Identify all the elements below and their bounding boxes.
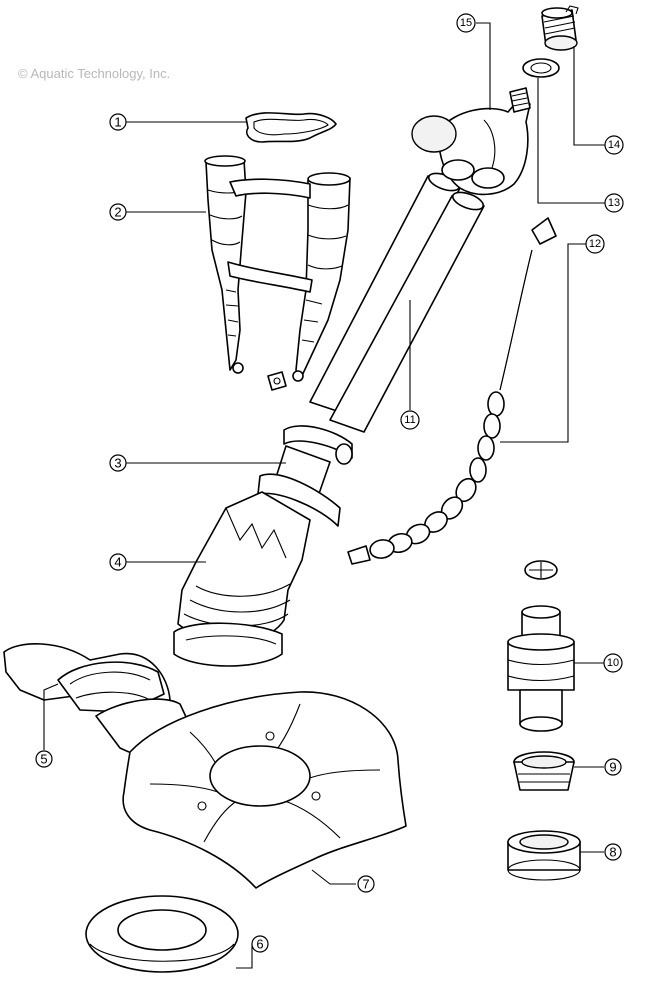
callout-13: 13	[604, 193, 624, 213]
bumper-ring-part	[85, 895, 239, 973]
callout-5: 5	[35, 750, 53, 768]
callout-8: 8	[604, 843, 622, 861]
disc-part	[122, 691, 407, 889]
callout-8-label: 8	[609, 845, 616, 860]
callout-10: 10	[603, 653, 623, 673]
callout-6: 6	[251, 935, 269, 953]
o-ring-part	[522, 58, 560, 78]
gasket-part	[245, 112, 337, 143]
bellows-body-part	[173, 491, 311, 667]
swivel-elbow-part	[411, 87, 531, 196]
callout-2-label: 2	[114, 205, 121, 220]
threaded-collar-part	[513, 751, 575, 791]
hose-weights	[369, 391, 505, 559]
callout-12: 12	[585, 234, 605, 254]
regulator-valve-part	[507, 560, 575, 732]
callout-3-label: 3	[114, 456, 121, 471]
callout-1: 1	[109, 113, 127, 131]
ring-weight-part	[507, 830, 581, 881]
callout-5-label: 5	[40, 752, 47, 767]
callout-15-label: 15	[460, 17, 472, 29]
copyright-watermark: © Aquatic Technology, Inc.	[18, 66, 170, 81]
callout-11: 11	[400, 410, 420, 430]
callout-9: 9	[604, 758, 622, 776]
callout-15: 15	[456, 13, 476, 33]
callout-7: 7	[357, 875, 375, 893]
hose-tubes-part	[309, 172, 485, 433]
callout-10-label: 10	[607, 657, 619, 669]
callout-1-label: 1	[114, 115, 121, 130]
callout-7-label: 7	[362, 877, 369, 892]
hose-connector-part	[541, 5, 579, 51]
callout-6-label: 6	[256, 937, 263, 952]
callout-4-label: 4	[114, 555, 121, 570]
callout-4: 4	[109, 553, 127, 571]
callout-2: 2	[109, 203, 127, 221]
callout-14: 14	[604, 135, 624, 155]
callout-12-label: 12	[589, 238, 601, 250]
callout-9-label: 9	[609, 760, 616, 775]
leader-lines	[43, 22, 605, 969]
callout-11-label: 11	[404, 414, 415, 426]
swivel-band-part	[257, 425, 353, 527]
pivot-frame-part	[204, 155, 351, 391]
callout-3: 3	[109, 454, 127, 472]
weighted-hose-part	[347, 217, 557, 565]
callout-14-label: 14	[608, 139, 620, 151]
callout-13-label: 13	[608, 197, 620, 209]
